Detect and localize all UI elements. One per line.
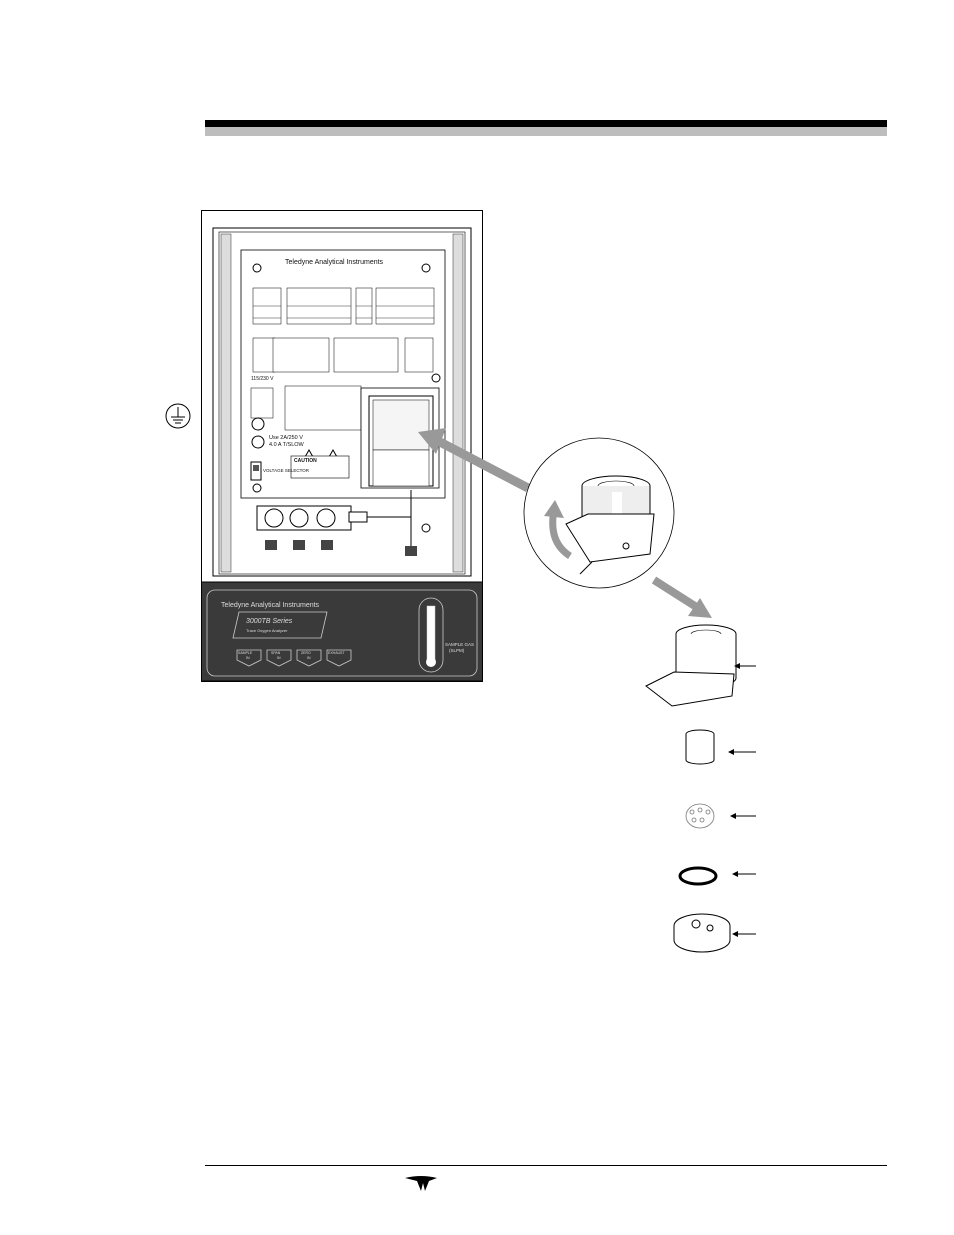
button-sample-line2: IN xyxy=(246,656,250,660)
header-rule-gray xyxy=(205,127,887,136)
arrow-to-detail xyxy=(418,428,531,492)
button-span: SPAN xyxy=(271,651,281,655)
header-rule-black xyxy=(205,120,887,127)
ground-symbol-icon xyxy=(165,403,191,429)
flowmeter-label-1: SAMPLE GAS xyxy=(445,642,475,647)
panel-brand: Teledyne Analytical Instruments xyxy=(285,259,384,266)
flowmeter-label-2: (SLPM) xyxy=(449,648,465,653)
footer-rule xyxy=(205,1165,887,1166)
series-label: 3000TB Series xyxy=(246,618,293,625)
series-sub: Trace Oxygen Analyzer xyxy=(246,628,288,633)
teledyne-logo-icon xyxy=(405,1176,437,1191)
voltage-block-label: 115/230 V xyxy=(251,376,274,382)
button-zero: ZERO xyxy=(301,651,311,655)
exploded-sensor-parts xyxy=(645,624,756,953)
sensor-detail-circle xyxy=(523,437,675,589)
voltage-selector-label: VOLTAGE SELECTOR xyxy=(263,468,310,473)
button-zero-line2: IN xyxy=(307,656,311,660)
fuse-type: 4.0 A T/SLOW xyxy=(269,442,304,448)
button-exhaust: EXHAUST xyxy=(328,651,345,655)
fuse-rating: Use 2A/250 V xyxy=(269,435,303,441)
caution-label: CAUTION xyxy=(294,458,317,464)
front-brand: Teledyne Analytical Instruments xyxy=(221,602,320,609)
button-sample: SAMPLE xyxy=(238,651,253,655)
button-span-line2: IN xyxy=(277,656,281,660)
analyzer-illustration: Teledyne Analytical Instruments 115/230 … xyxy=(201,210,483,682)
arrow-to-exploded xyxy=(651,576,712,618)
